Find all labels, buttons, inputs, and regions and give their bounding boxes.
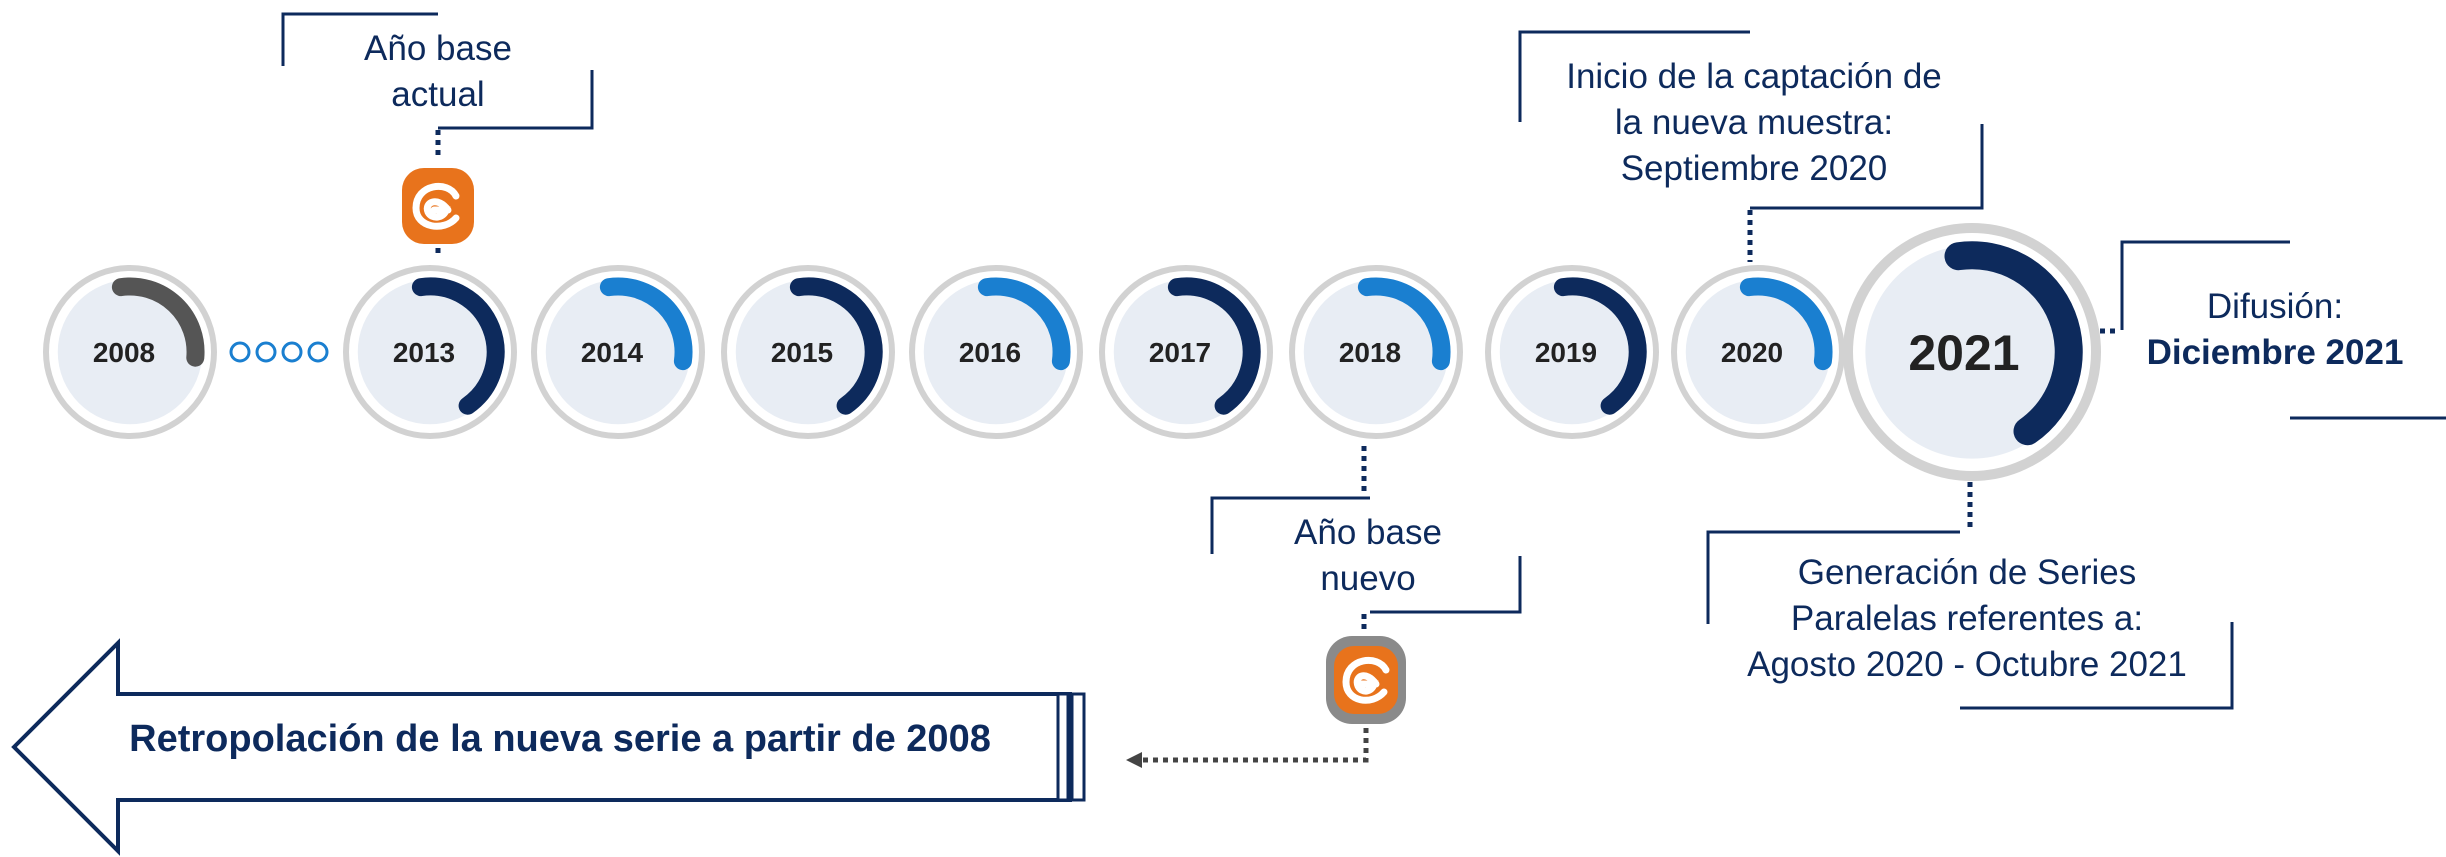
callout-series-paralelas-line2: Paralelas referentes a:	[1790, 599, 2144, 638]
year-progress-arc	[599, 277, 693, 371]
year-label: 2015	[771, 337, 833, 368]
year-progress-arc	[789, 277, 883, 415]
ellipsis-dots	[229, 341, 329, 363]
year-label: 2018	[1339, 337, 1401, 368]
year-disc	[357, 279, 503, 425]
callout-captacion: Inicio de la captación de la nueva muest…	[1530, 54, 1978, 192]
year-circles: 2008 2013 2014 2015 2016 2017 2018 2019 2020 2021	[43, 223, 2101, 481]
year-disc	[1865, 245, 2079, 459]
year-node-2017: 2017	[1099, 265, 1273, 439]
year-disc	[545, 279, 691, 425]
year-label: 2008	[93, 337, 155, 368]
ellipsis-dot	[307, 341, 329, 363]
year-node-2008: 2008	[43, 265, 217, 439]
year-node-2014: 2014	[531, 265, 705, 439]
year-disc	[1685, 279, 1831, 425]
callout-base-nuevo-line1: Año base	[1294, 513, 1442, 552]
year-disc	[1303, 279, 1449, 425]
orange-spiral-logo-icon	[402, 168, 474, 244]
year-label: 2017	[1149, 337, 1211, 368]
year-label: 2020	[1721, 337, 1783, 368]
retro-dotted-arrow	[1126, 718, 1369, 768]
year-disc	[735, 279, 881, 425]
ellipsis-dot	[281, 341, 303, 363]
callout-base-nuevo: Año base nuevo	[1240, 510, 1496, 602]
callout-difusion-line2: Diciembre 2021	[2146, 333, 2404, 372]
year-progress-arc	[1357, 277, 1451, 371]
year-label: 2021	[1908, 325, 2019, 381]
year-node-2021: 2021	[1843, 223, 2101, 481]
year-progress-arc	[1553, 277, 1647, 415]
year-node-2015: 2015	[721, 265, 895, 439]
callout-base-nuevo-line2: nuevo	[1320, 559, 1416, 598]
year-node-2016: 2016	[909, 265, 1083, 439]
year-progress-arc	[1944, 241, 2083, 446]
callout-difusion-line1: Difusión:	[2206, 287, 2344, 326]
year-disc	[1113, 279, 1259, 425]
callout-base-actual-line2: actual	[391, 75, 485, 114]
callout-captacion-line2: la nueva muestra:	[1614, 103, 1894, 142]
gray-spiral-logo-icon	[1326, 636, 1406, 724]
year-progress-arc	[1167, 277, 1261, 415]
year-progress-arc	[977, 277, 1071, 371]
year-node-2018: 2018	[1289, 265, 1463, 439]
arrow-label: Retropolación de la nueva serie a partir…	[129, 718, 991, 760]
dotted-connectors	[435, 130, 2120, 632]
callout-series-paralelas: Generación de Series Paralelas referente…	[1712, 550, 2222, 688]
year-progress-arc	[411, 277, 505, 415]
callout-series-paralelas-line1: Generación de Series	[1797, 553, 2137, 592]
year-progress-arc	[111, 277, 205, 367]
left-arrow-icon	[11, 638, 1086, 856]
year-node-2020: 2020	[1671, 265, 1845, 439]
callout-base-actual: Año base actual	[310, 26, 566, 118]
year-progress-arc	[1739, 277, 1833, 371]
callout-captacion-line1: Inicio de la captación de	[1566, 57, 1942, 96]
year-label: 2014	[581, 337, 644, 368]
year-disc	[1499, 279, 1645, 425]
year-disc	[923, 279, 1069, 425]
year-label: 2013	[393, 337, 455, 368]
ellipsis-dot	[229, 341, 251, 363]
year-node-2019: 2019	[1485, 265, 1659, 439]
callout-captacion-line3: Septiembre 2020	[1620, 149, 1888, 188]
callout-base-actual-line1: Año base	[364, 29, 512, 68]
year-disc	[57, 279, 203, 425]
ellipsis-dot	[255, 341, 277, 363]
year-label: 2019	[1535, 337, 1597, 368]
callout-series-paralelas-line3: Agosto 2020 - Octubre 2021	[1747, 645, 2187, 684]
year-label: 2016	[959, 337, 1021, 368]
callout-difusion: Difusión: Diciembre 2021	[2130, 284, 2420, 376]
callout-brackets	[281, 12, 2446, 710]
year-node-2013: 2013	[343, 265, 517, 439]
